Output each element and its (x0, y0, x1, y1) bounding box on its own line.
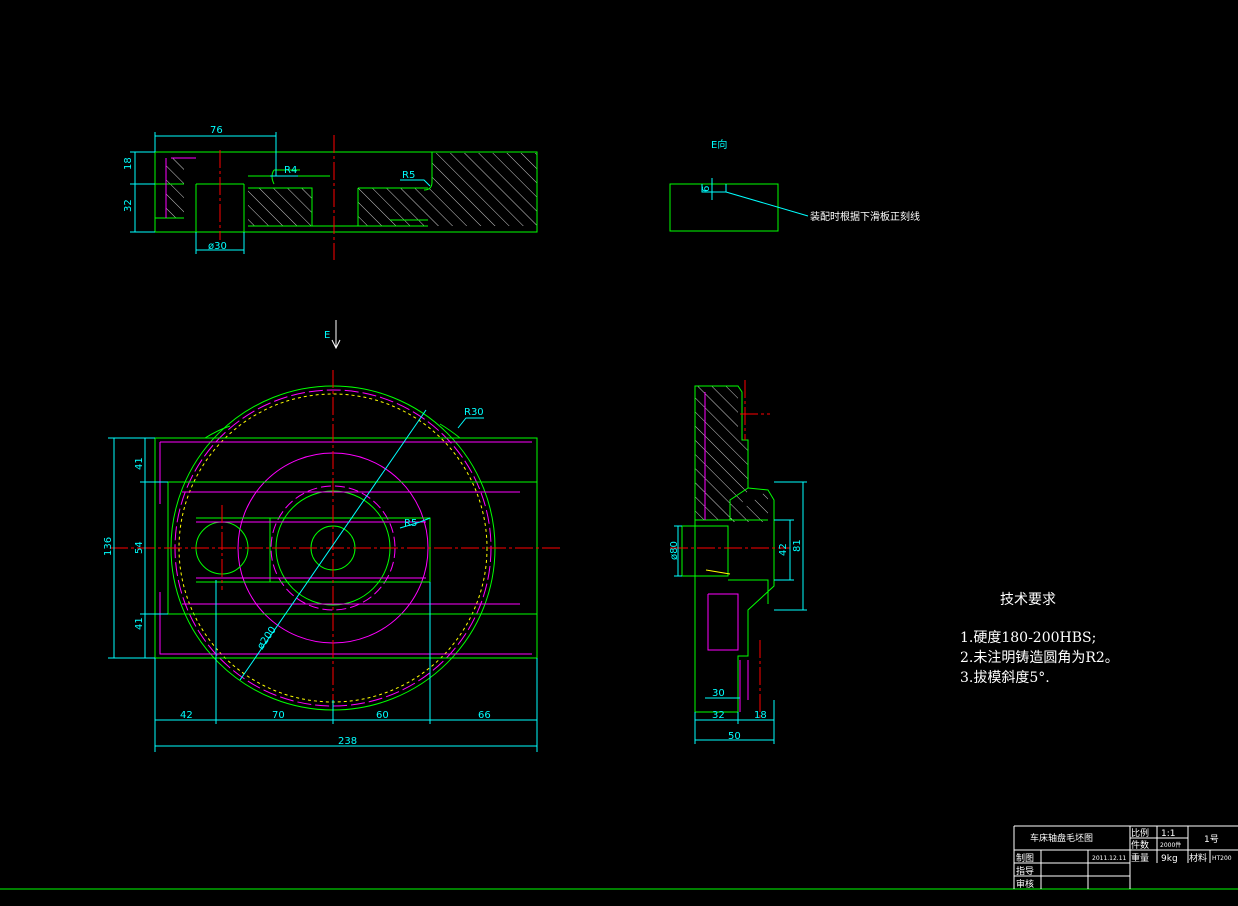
top-section-view: 76 18 32 ø30 R4 R5 (123, 125, 538, 260)
tb-drawn-label: 制图 (1016, 852, 1034, 864)
dim-41a: 41 (134, 457, 145, 470)
dim-66: 66 (478, 710, 491, 721)
e-arrow-label: E (324, 330, 330, 341)
dim-phi80: ø80 (669, 541, 680, 560)
dim-32: 32 (123, 199, 134, 212)
dim-r4: R4 (284, 165, 297, 176)
tb-instructor-label: 指导 (1016, 865, 1034, 877)
dim-phi30: ø30 (208, 241, 227, 252)
e-view-leader-note: 装配时根据下滑板正刻线 (810, 210, 920, 223)
dim-60: 60 (376, 710, 389, 721)
dim-18: 18 (123, 157, 134, 170)
dim-phi200: ø200 (255, 625, 278, 652)
tb-scale-label: 比例 (1131, 827, 1149, 839)
dim-32-side: 32 (712, 710, 725, 721)
e-view-dim-6: 6 (701, 186, 712, 192)
tech-item-2: 2.未注明铸造圆角为R2。 (960, 650, 1119, 666)
dim-30-side: 30 (712, 688, 725, 699)
dim-238: 238 (338, 736, 357, 747)
tb-scale-value: 1:1 (1161, 829, 1175, 839)
title-block: 车床轴盘毛坯图 比例 1:1 件数 2000件 1号 制图 2011.12.11… (1013, 825, 1238, 890)
dim-42: 42 (180, 710, 193, 721)
dim-18-side: 18 (754, 710, 767, 721)
tb-weight-label: 重量 (1131, 852, 1149, 864)
dim-41b: 41 (134, 617, 145, 630)
dim-70: 70 (272, 710, 285, 721)
technical-requirements: 技术要求 1.硬度180-200HBS; 2.未注明铸造圆角为R2。 3.拔模斜… (960, 592, 1119, 686)
tb-material-label: 材料 (1189, 852, 1207, 864)
tech-item-3: 3.拔模斜度5°. (960, 670, 1050, 686)
tb-review-label: 审核 (1016, 878, 1034, 890)
dim-136: 136 (103, 537, 114, 556)
dim-81: 81 (792, 539, 803, 552)
dim-50: 50 (728, 731, 741, 742)
tech-title: 技术要求 (1000, 592, 1056, 608)
tb-sheet: 1号 (1204, 834, 1219, 845)
tb-material-value: HT200 (1212, 855, 1232, 862)
tb-weight-value: 9kg (1161, 854, 1178, 864)
tb-qty-label: 件数 (1131, 839, 1149, 851)
dim-r5-front: R5 (404, 518, 417, 529)
side-section-view: ø80 42 81 30 32 18 50 (669, 380, 807, 744)
dim-76: 76 (210, 125, 223, 136)
tb-qty-value: 2000件 (1160, 841, 1181, 849)
tb-drawing-name: 车床轴盘毛坯图 (1030, 832, 1093, 844)
dim-r5: R5 (402, 170, 415, 181)
e-view-title: E向 (711, 138, 727, 151)
e-direction-view: E向 6 装配时根据下滑板正刻线 (669, 138, 920, 232)
dim-42-side: 42 (778, 543, 789, 556)
front-view: E ø200 R30 R5 136 41 (103, 320, 560, 752)
dim-54: 54 (134, 541, 145, 554)
dim-r30: R30 (464, 407, 484, 418)
tb-date: 2011.12.11 (1092, 855, 1127, 862)
tech-item-1: 1.硬度180-200HBS; (960, 630, 1096, 646)
